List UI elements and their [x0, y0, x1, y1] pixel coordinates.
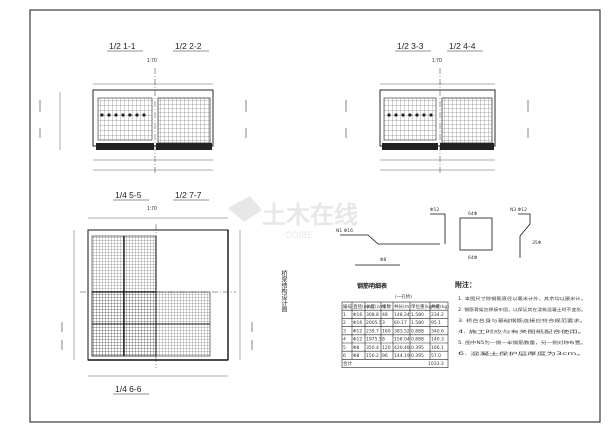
- bar-shapes: N1 Φ16 Φ12 64Φ 64Φ N3 Φ12 35Φ Φ8: [336, 207, 542, 266]
- scale-label-2: 1:70: [432, 58, 442, 64]
- plan-view: 1/4 5-5 1/2 7-7 1:70 1/4 6-6: [61, 190, 253, 395]
- note-line: 6. 混凝土保护层厚度为3cm。: [458, 350, 586, 357]
- table-cell: 166.1: [431, 345, 444, 351]
- mesh-right: [157, 97, 211, 144]
- table-cell: 3: [382, 320, 385, 326]
- table-cell: 5: [343, 345, 346, 351]
- section-label-4-4: 1/2 4-4: [449, 41, 476, 51]
- table-header-cell: 共重(kg): [431, 303, 449, 310]
- table-cell: 350.4: [366, 345, 379, 351]
- watermark-text: 土木在线: [262, 201, 358, 229]
- dim-a-label: 64Φ: [468, 211, 478, 217]
- section-label-7-7: 1/2 7-7: [175, 190, 202, 200]
- bar-label-3: N3 Φ12: [510, 207, 527, 213]
- table-title: 钢筋明细表: [357, 282, 388, 290]
- note-line: 2. 钢筋骨架应焊接牢固，以保证其在浇筑混凝土时不变形。: [458, 306, 586, 313]
- table-cell: Φ8: [353, 353, 360, 359]
- watermark-sub: COIBE: [285, 230, 313, 240]
- sheet-border: [29, 9, 601, 423]
- table-cell: 150.2: [366, 353, 379, 359]
- table-cell: 96: [382, 353, 388, 359]
- table-cell: Φ16: [353, 312, 362, 318]
- table-header-cell: 编号: [343, 303, 352, 310]
- table-cell: 4: [343, 337, 346, 343]
- view-33-44: 1/2 3-3 1/2 4-4 1:70: [345, 41, 529, 175]
- table-cell: 60.17: [394, 320, 407, 326]
- table-total-value: 1033.3: [428, 361, 444, 367]
- mesh-left-2: [383, 97, 437, 141]
- table-total-label: 合计: [343, 360, 352, 367]
- table-cell: 1: [343, 312, 346, 318]
- note-line: 4. 施工时应与有关图纸配合使用。: [458, 328, 586, 335]
- table-cell: 383.52: [394, 328, 410, 334]
- table-cell: 0.395: [411, 353, 424, 359]
- dim-b-label: 64Φ: [468, 255, 478, 261]
- vertical-note: 桥梁结构设计图: [280, 269, 287, 313]
- table-cell: 1.580: [411, 312, 424, 318]
- section-label-3-3: 1/2 3-3: [397, 41, 424, 51]
- steel-table: 钢筋明细表 (一孔桥) 编号直径(mm)长度(cm)根数共长(m)单位重(kg/…: [341, 282, 449, 368]
- note-line: 1. 本图尺寸除钢筋直径以毫米计外，其余均以厘米计。: [458, 295, 586, 302]
- table-cell: 8: [382, 337, 385, 343]
- table-cell: 57.0: [431, 353, 441, 359]
- mesh-left: [97, 97, 153, 141]
- bar-label-1: N1 Φ16: [336, 228, 353, 234]
- table-cell: Φ12: [353, 328, 362, 334]
- table-cell: 340.6: [431, 328, 444, 334]
- notes: 附注： 1. 本图尺寸除钢筋直径以毫米计外，其余均以厘米计。 2. 钢筋骨架应焊接…: [455, 280, 586, 357]
- notes-title: 附注：: [455, 280, 476, 289]
- table-cell: 6: [343, 353, 346, 359]
- bar-label-2: Φ12: [430, 207, 439, 213]
- section-label-6-6: 1/4 6-6: [115, 384, 142, 394]
- note-line: 3. 桥台台身与基础钢筋连接应符合规范要求。: [458, 317, 586, 324]
- table-cell: 239.7: [366, 328, 379, 334]
- bar-label-4: Φ8: [380, 257, 387, 263]
- table-cell: Φ16: [353, 320, 362, 326]
- scale-label: 1:70: [147, 58, 157, 64]
- table-cell: Φ8: [353, 345, 360, 351]
- note-line: 5. 图中N5为一侧一半钢筋数量，另一侧对称布置。: [458, 339, 586, 346]
- table-header-cell: 根数: [382, 303, 391, 310]
- table-cell: 48: [382, 312, 388, 318]
- table-cell: 158.04: [394, 337, 410, 343]
- table-cell: 1.580: [411, 320, 424, 326]
- table-header-cell: 单位重(kg/m): [411, 303, 440, 310]
- table-cell: 95.1: [431, 320, 441, 326]
- view-11-22: 1/2 1-1 1/2 2-2 1:70: [39, 41, 247, 175]
- table-cell: 2005.5: [366, 320, 382, 326]
- table-cell: 1975.5: [366, 337, 382, 343]
- table-cell: 420.48: [394, 345, 410, 351]
- section-label-2-2: 1/2 2-2: [175, 41, 202, 51]
- section-label-5-5: 1/4 5-5: [115, 190, 142, 200]
- watermark: 土木在线 COIBE: [228, 196, 358, 240]
- table-cell: 308.8: [366, 312, 379, 318]
- table-cell: Φ12: [353, 337, 362, 343]
- table-header-cell: 共长(m): [394, 303, 411, 310]
- watermark-logo-icon: [228, 196, 262, 222]
- table-cell: 0.395: [411, 345, 424, 351]
- table-cell: 120: [382, 345, 391, 351]
- scale-label-3: 1:70: [147, 206, 157, 212]
- table-cell: 160: [382, 328, 391, 334]
- table-cell: 144.19: [394, 353, 410, 359]
- table-cell: 0.888: [411, 328, 424, 334]
- table-cell: 234.2: [431, 312, 444, 318]
- mesh-right-2: [441, 97, 493, 144]
- table-cell: 2: [343, 320, 346, 326]
- dim-c-label: 35Φ: [532, 240, 542, 246]
- table-subtitle: (一孔桥): [395, 293, 412, 300]
- table-cell: 3: [343, 328, 346, 334]
- table-header-cell: 长度(cm): [366, 303, 386, 310]
- table-cell: 148.24: [394, 312, 410, 318]
- table-cell: 0.888: [411, 337, 424, 343]
- table-cell: 140.3: [431, 337, 444, 343]
- section-label-1-1: 1/2 1-1: [109, 41, 136, 51]
- table-header-cell: 直径(mm): [353, 303, 375, 310]
